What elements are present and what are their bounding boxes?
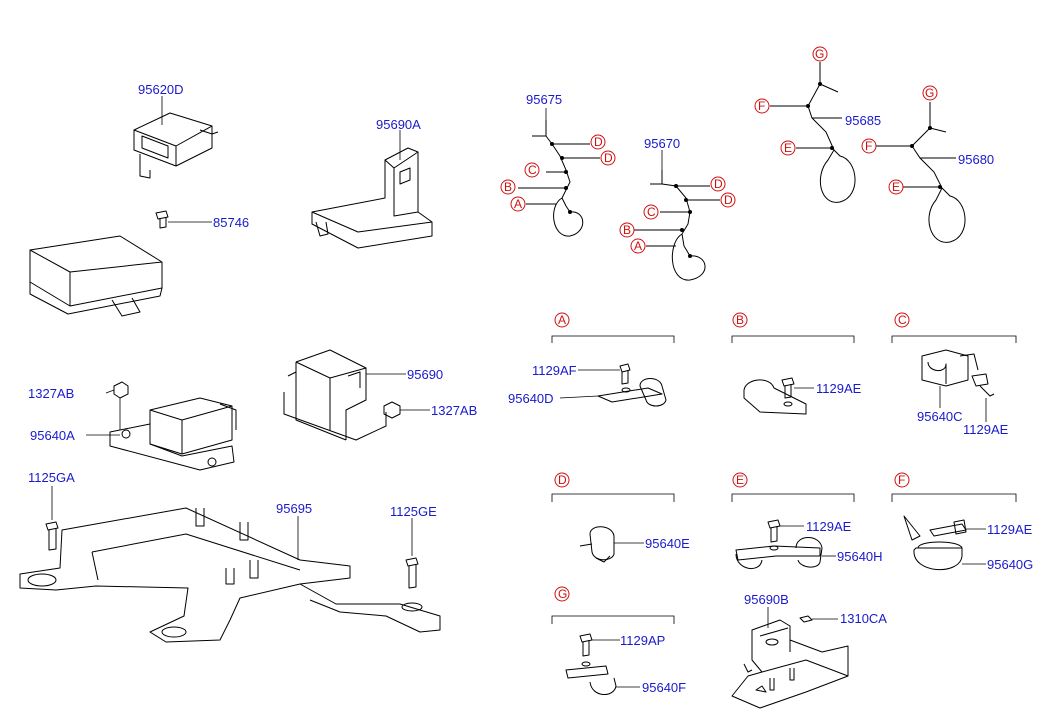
callout-d-2: D — [600, 150, 616, 166]
svg-text:G: G — [558, 587, 567, 601]
svg-text:F: F — [865, 139, 872, 153]
svg-text:D: D — [724, 193, 733, 207]
nut-1327ab-right — [383, 401, 401, 419]
svg-text:B: B — [736, 313, 744, 327]
label-1125ge: 1125GE — [390, 504, 437, 519]
bracket-95690a — [311, 147, 433, 249]
svg-text:C: C — [528, 163, 537, 177]
detail-g: G — [551, 586, 675, 695]
svg-text:D: D — [558, 473, 567, 487]
label-95695: 95695 — [276, 501, 312, 516]
label-1129ae-c: 1129AE — [963, 422, 1009, 437]
harness-95670 — [634, 170, 720, 281]
callout-a-1: A — [510, 196, 526, 212]
label-1129af: 1129AF — [532, 363, 577, 378]
detail-f-header: F — [891, 472, 1017, 502]
label-1129ae-e: 1129AE — [806, 519, 852, 534]
svg-text:E: E — [892, 180, 900, 194]
label-95620d: 95620D — [138, 82, 184, 97]
svg-text:G: G — [815, 47, 824, 61]
label-95640e: 95640E — [645, 536, 690, 551]
detail-c-header: C — [891, 312, 1017, 343]
detail-f: F — [891, 472, 1017, 570]
detail-e: E — [731, 472, 855, 569]
svg-text:F: F — [758, 99, 765, 113]
label-1129ap: 1129AP — [620, 633, 665, 648]
callout-c-2: C — [643, 204, 659, 220]
callout-c-1: C — [524, 162, 540, 178]
label-1129ae-b: 1129AE — [816, 381, 862, 396]
detail-a: A — [551, 312, 675, 407]
harness-95675 — [518, 120, 600, 237]
callout-d-1: D — [590, 134, 606, 150]
detail-d-header: D — [551, 472, 675, 502]
bracket-95690 — [283, 349, 387, 441]
detail-d: D — [551, 472, 675, 563]
nut-1327ab-left — [113, 381, 129, 399]
label-95640f: 95640F — [642, 680, 686, 695]
callout-e-2: E — [888, 179, 904, 195]
label-95640c: 95640C — [917, 409, 963, 424]
svg-text:D: D — [594, 135, 603, 149]
label-95690b: 95690B — [744, 592, 789, 607]
harness-95685 — [770, 62, 856, 203]
label-95640a: 95640A — [30, 428, 75, 443]
svg-text:B: B — [504, 180, 512, 194]
callout-b-1: B — [500, 179, 516, 195]
label-95680: 95680 — [958, 152, 994, 167]
svg-text:F: F — [898, 473, 905, 487]
svg-text:A: A — [558, 313, 566, 327]
callout-d-3: D — [710, 176, 726, 192]
label-1310ca: 1310CA — [840, 611, 887, 626]
label-95640d: 95640D — [508, 391, 554, 406]
label-95690a: 95690A — [376, 117, 421, 132]
module-95620d — [133, 112, 219, 179]
bolt-1125ga — [45, 521, 59, 551]
label-95675: 95675 — [526, 92, 562, 107]
label-1125ga: 1125GA — [28, 470, 75, 485]
callout-d-4: D — [720, 192, 736, 208]
callout-e-1: E — [780, 140, 796, 156]
label-1129ae-f: 1129AE — [987, 522, 1033, 537]
detail-b-header: B — [731, 312, 855, 343]
svg-text:C: C — [647, 205, 656, 219]
bracket-95690b — [731, 615, 849, 709]
svg-text:C: C — [898, 313, 907, 327]
sensor-95640a — [109, 397, 237, 471]
label-95670: 95670 — [644, 136, 680, 151]
bolt-85746 — [155, 210, 169, 229]
svg-text:E: E — [784, 141, 792, 155]
svg-text:A: A — [514, 197, 522, 211]
label-85746: 85746 — [213, 215, 249, 230]
callout-b-2: B — [619, 222, 635, 238]
svg-text:D: D — [714, 177, 723, 191]
label-95690: 95690 — [407, 367, 443, 382]
detail-b: B — [731, 312, 855, 415]
callout-g-2: G — [922, 85, 938, 101]
detail-a-header: A — [551, 312, 675, 343]
svg-text:E: E — [736, 473, 744, 487]
detail-c: C — [891, 312, 1017, 422]
callout-f-1: F — [754, 98, 770, 114]
label-1327ab-right: 1327AB — [431, 403, 477, 418]
callout-g-1: G — [812, 46, 828, 62]
bolt-1125ge — [405, 557, 419, 589]
label-95640h: 95640H — [837, 549, 883, 564]
plate-95695 — [19, 507, 441, 643]
label-95640g: 95640G — [987, 557, 1033, 572]
svg-text:D: D — [604, 151, 613, 165]
callout-f-2: F — [861, 138, 877, 154]
svg-text:A: A — [634, 239, 642, 253]
callout-a-2: A — [630, 238, 646, 254]
svg-text:G: G — [925, 86, 934, 100]
harness-95680 — [876, 102, 966, 243]
svg-text:B: B — [623, 223, 631, 237]
detail-e-header: E — [731, 472, 855, 502]
label-1327ab-left: 1327AB — [28, 386, 74, 401]
ecu-box — [29, 235, 163, 317]
detail-g-header: G — [551, 586, 675, 624]
label-95685: 95685 — [845, 113, 881, 128]
